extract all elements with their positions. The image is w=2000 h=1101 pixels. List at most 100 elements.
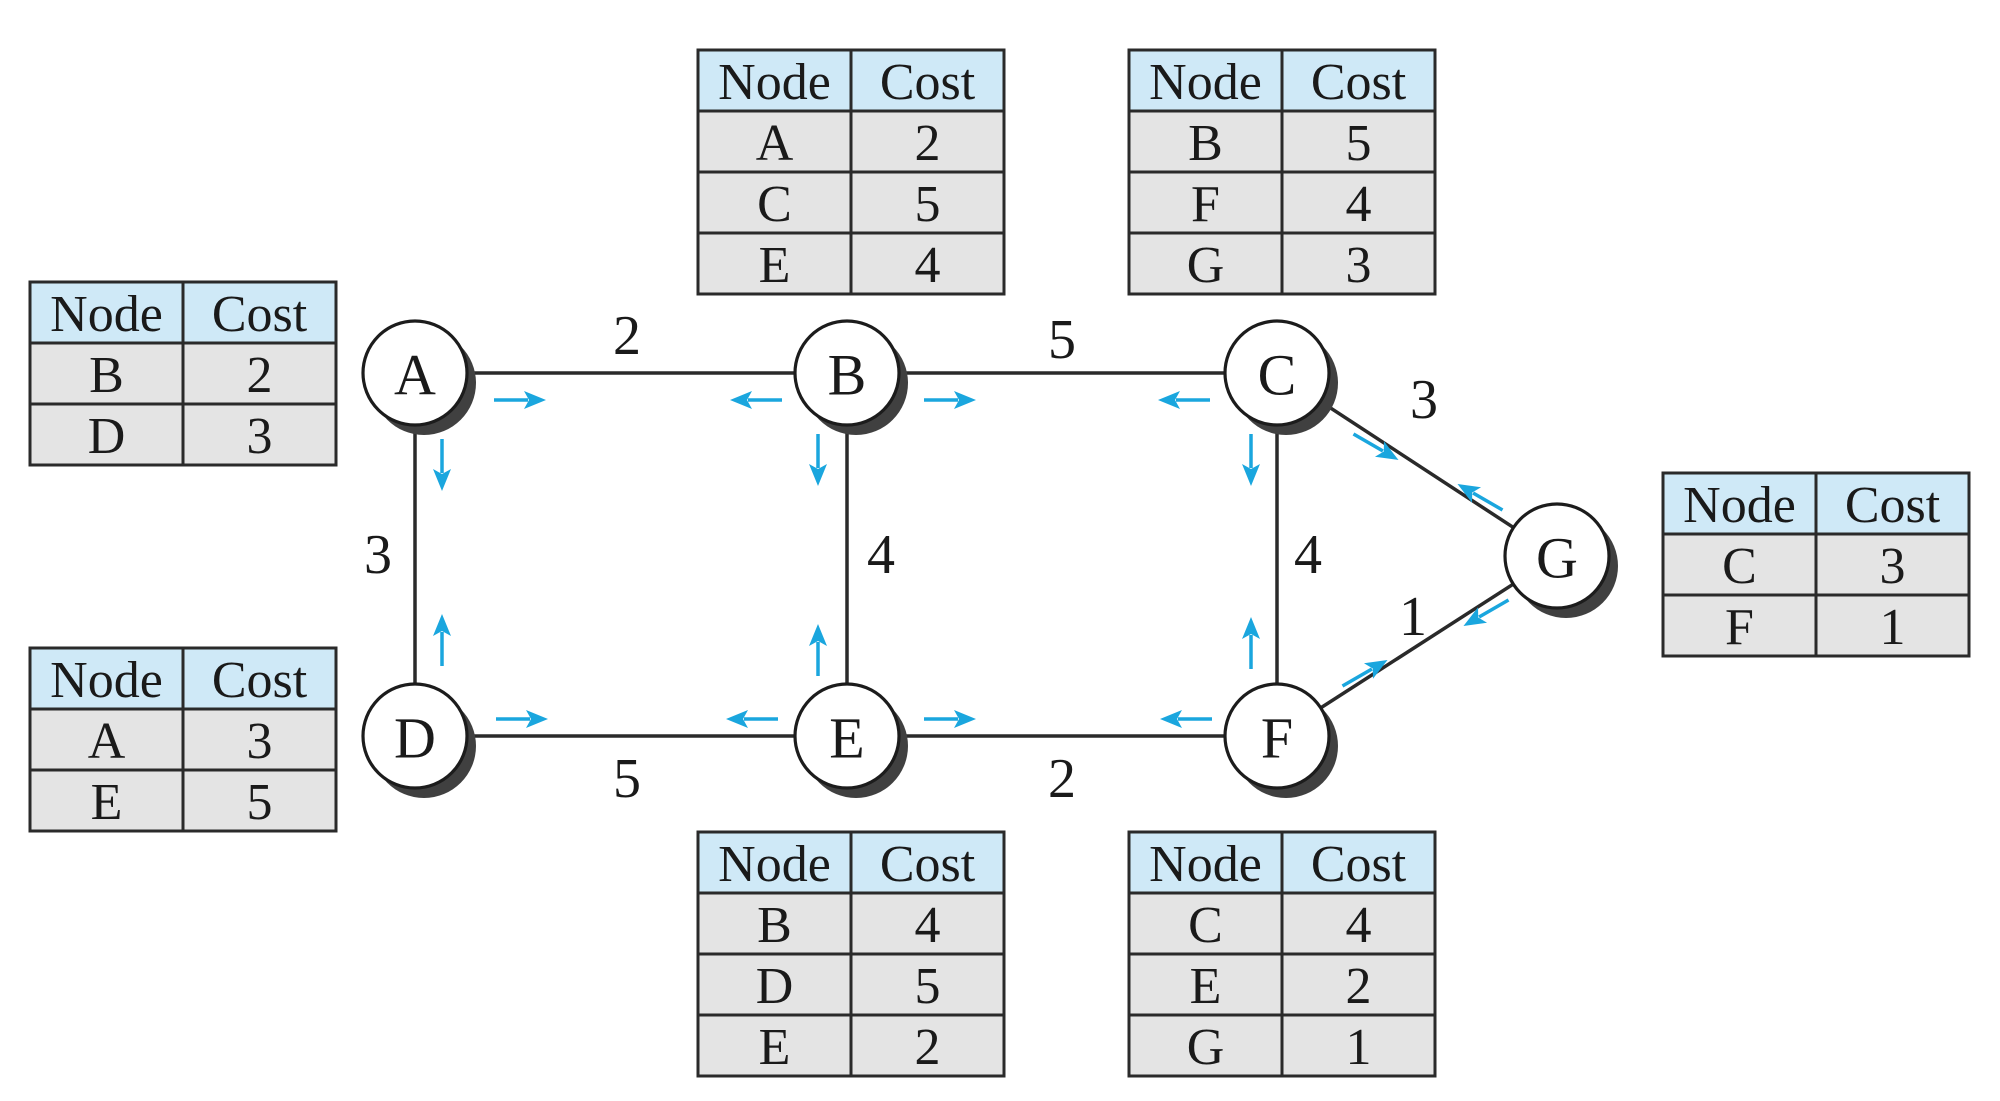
node-circle — [361, 319, 469, 427]
flood-arrow-icon — [494, 391, 546, 409]
table-cell-node: C — [1188, 897, 1223, 954]
table-cell-node: B — [1188, 115, 1223, 172]
table-cell-cost: 2 — [1346, 958, 1372, 1015]
table-header-cell — [181, 646, 338, 711]
table-cell — [696, 170, 853, 235]
table-cell — [849, 231, 1006, 296]
table-cell — [696, 231, 853, 296]
flood-arrow-icon — [730, 391, 782, 409]
table-cell-cost: 2 — [915, 115, 941, 172]
table-header-node: Node — [1149, 836, 1262, 893]
table-cell — [696, 1013, 853, 1078]
flood-arrow-icon — [924, 391, 976, 409]
table-header-cost: Cost — [1845, 477, 1941, 534]
table-cell-node: E — [91, 774, 123, 831]
table-header-cell — [1661, 471, 1818, 536]
table-cell-node: B — [757, 897, 792, 954]
table-header-cell — [181, 280, 338, 345]
flood-arrow-icon — [1242, 434, 1260, 486]
node-label: D — [394, 706, 436, 771]
node-label: G — [1536, 526, 1578, 591]
table-cell-cost: 5 — [1346, 115, 1372, 172]
nodes-layer: A B C D E F G — [361, 319, 1618, 798]
table-header-node: Node — [718, 836, 831, 893]
table-cell — [1127, 891, 1284, 956]
edge-f-g — [1276, 554, 1558, 738]
edge-weight-c-g: 3 — [1410, 369, 1438, 431]
table-cell-node: G — [1187, 237, 1225, 294]
edges-layer — [413, 371, 1558, 738]
flood-arrow-icon — [1160, 710, 1212, 728]
table-cell-cost: 5 — [247, 774, 273, 831]
table-cell — [1280, 109, 1437, 174]
table-cell-node: C — [757, 176, 792, 233]
table-cell — [1280, 1013, 1437, 1078]
table-cell-node: E — [759, 1019, 791, 1076]
table-cell — [849, 109, 1006, 174]
table-header-cost: Cost — [1311, 54, 1407, 111]
table-header-cell — [849, 830, 1006, 895]
table-header-cost: Cost — [1311, 836, 1407, 893]
node-label: B — [828, 343, 867, 408]
arrows-layer — [433, 391, 1510, 728]
table-header-cell — [696, 830, 853, 895]
table-header-cell — [1280, 830, 1437, 895]
table-cell — [28, 768, 185, 833]
flood-arrow-icon — [726, 710, 778, 728]
table-cell — [1280, 891, 1437, 956]
node-e: E — [793, 682, 908, 798]
node-circle — [793, 682, 901, 790]
table-cell-cost: 5 — [915, 176, 941, 233]
flood-arrow-icon — [809, 624, 827, 676]
table-cell-node: A — [756, 115, 794, 172]
node-c: C — [1223, 319, 1338, 435]
node-label: C — [1258, 343, 1297, 408]
node-circle — [1503, 502, 1611, 610]
table-cell-node: G — [1187, 1019, 1225, 1076]
table-cell-node: D — [756, 958, 794, 1015]
table-header-node: Node — [50, 286, 163, 343]
table-cell — [1814, 593, 1971, 658]
flood-arrow-icon — [1341, 660, 1388, 688]
table-cell-cost: 4 — [915, 897, 941, 954]
table-cell-cost: 3 — [247, 713, 273, 770]
node-g: G — [1503, 502, 1618, 618]
node-label: A — [394, 343, 436, 408]
table-cell-cost: 4 — [915, 237, 941, 294]
table-cell-node: C — [1722, 538, 1757, 595]
table-header-cell — [28, 280, 185, 345]
node-circle — [1223, 682, 1331, 790]
table-header-cost: Cost — [880, 54, 976, 111]
edge-weight-d-e: 5 — [613, 748, 641, 810]
table-header-cell — [1280, 48, 1437, 113]
table-cell-cost: 3 — [1346, 237, 1372, 294]
table-cell — [849, 952, 1006, 1017]
table-cell-cost: 3 — [247, 408, 273, 465]
table-cell-cost: 4 — [1346, 897, 1372, 954]
flood-arrow-icon — [1158, 391, 1210, 409]
flood-arrow-icon — [1352, 432, 1399, 460]
table-cell-node: B — [89, 347, 124, 404]
node-b: B — [793, 319, 908, 435]
table-cell — [696, 891, 853, 956]
flood-arrow-icon — [433, 614, 451, 666]
table-cell-node: F — [1191, 176, 1220, 233]
table-cell-cost: 4 — [1346, 176, 1372, 233]
node-a: A — [361, 319, 476, 435]
table-header-cost: Cost — [880, 836, 976, 893]
flood-arrow-icon — [433, 439, 451, 491]
table-cell-node: E — [1190, 958, 1222, 1015]
flood-arrow-icon — [1463, 598, 1510, 626]
edge-weight-a-b: 2 — [613, 305, 641, 367]
node-f: F — [1223, 682, 1338, 798]
table-header-node: Node — [718, 54, 831, 111]
table-header-node: Node — [1683, 477, 1796, 534]
node-circle — [361, 682, 469, 790]
table-cell — [28, 402, 185, 467]
flood-arrow-icon — [809, 434, 827, 486]
table-cell — [181, 402, 338, 467]
